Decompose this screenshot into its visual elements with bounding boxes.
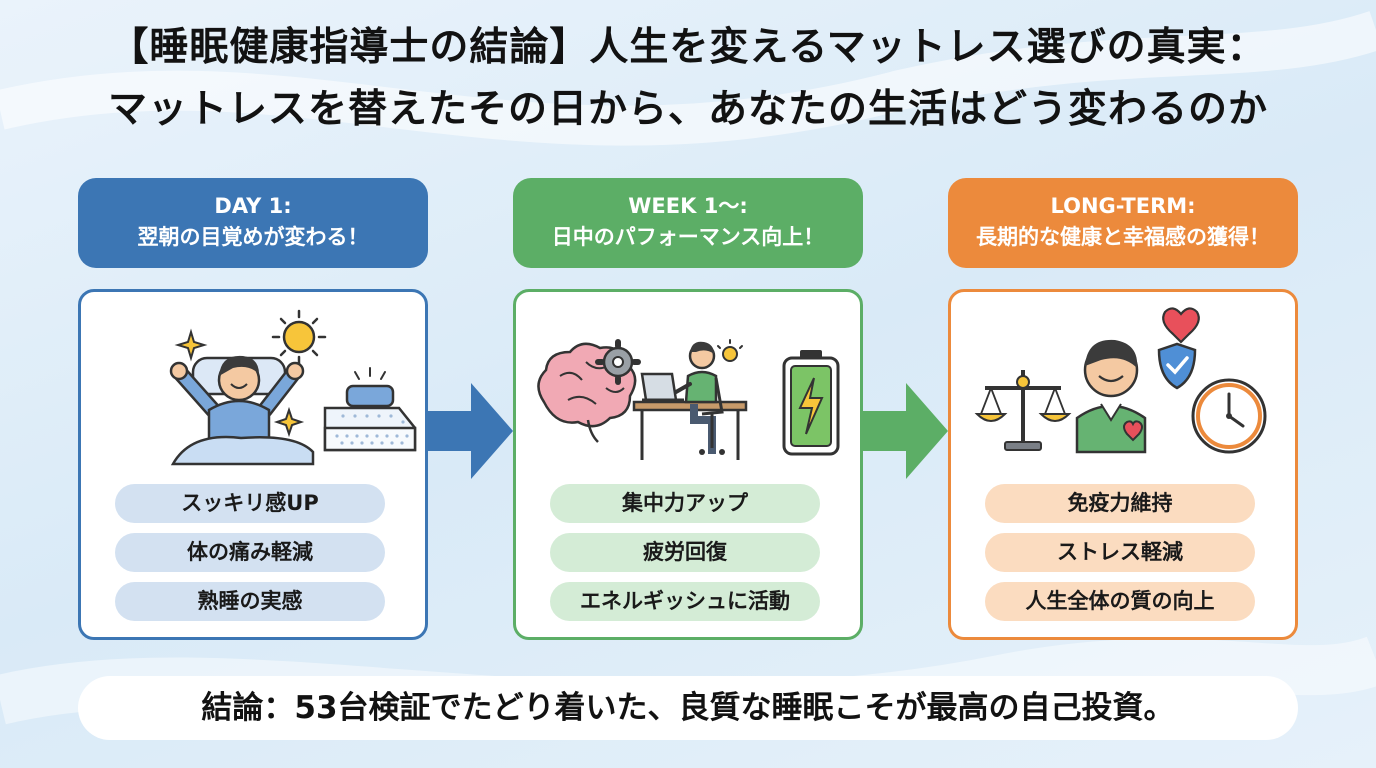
benefit-pill: エネルギッシュに活動: [550, 582, 820, 621]
benefit-pill: 体の痛み軽減: [115, 533, 385, 572]
heart-icon: [1162, 307, 1200, 344]
arrow-right-icon: [427, 383, 513, 479]
arrow-right-icon: [862, 383, 948, 479]
mattress-icon: [323, 367, 417, 452]
benefit-pill: 熟睡の実感: [115, 582, 385, 621]
stage-long-term: LONG-TERM: 長期的な健康と幸福感の獲得！: [948, 178, 1298, 640]
sparkle-icon: [174, 328, 208, 362]
page-title-line-1: 【睡眠健康指導士の結論】人生を変えるマットレス選びの真実：: [109, 25, 1267, 70]
page-title-line-2: マットレスを替えたその日から、あなたの生活はどう変わるのか: [107, 87, 1268, 132]
stage-subheading: 長期的な健康と幸福感の獲得！: [976, 225, 1270, 249]
stage-header: LONG-TERM: 長期的な健康と幸福感の獲得！: [948, 178, 1298, 268]
stage-week-1: WEEK 1〜: 日中のパフォーマンス向上！: [513, 178, 863, 640]
stage-card: 免疫力維持 ストレス軽減 人生全体の質の向上: [948, 289, 1298, 640]
shield-icon: [1157, 342, 1197, 390]
battery-icon: [782, 350, 840, 456]
benefit-pill: 人生全体の質の向上: [985, 582, 1255, 621]
gear-icon: [595, 339, 641, 385]
benefit-pill: 集中力アップ: [550, 484, 820, 523]
balance-scale-icon: [974, 370, 1072, 451]
focused-worker-illustration: [537, 339, 840, 460]
benefit-pill: 免疫力維持: [985, 484, 1255, 523]
sun-icon: [271, 309, 327, 365]
stage-card: スッキリ感UP 体の痛み軽減 熟睡の実感: [78, 289, 428, 640]
clock-icon: [1191, 378, 1267, 454]
stage-heading: WEEK 1〜:: [628, 194, 748, 218]
stage-card: 集中力アップ 疲労回復 エネルギッシュに活動: [513, 289, 863, 640]
conclusion-banner: 結論：53台検証でたどり着いた、良質な睡眠こそが最高の自己投資。: [78, 676, 1298, 740]
sparkle-icon: [273, 406, 305, 438]
waking-person-illustration: [169, 309, 417, 466]
stage-day-1: DAY 1: 翌朝の目覚めが変わる！: [78, 178, 428, 640]
stage-header: DAY 1: 翌朝の目覚めが変わる！: [78, 178, 428, 268]
benefit-pill: スッキリ感UP: [115, 484, 385, 523]
benefit-pill: 疲労回復: [550, 533, 820, 572]
stage-subheading: 翌朝の目覚めが変わる！: [137, 225, 369, 249]
stage-subheading: 日中のパフォーマンス向上！: [551, 225, 825, 249]
healthy-person-illustration: [974, 307, 1267, 454]
lightbulb-icon: [717, 339, 743, 362]
stage-heading: DAY 1:: [214, 194, 292, 218]
stage-header: WEEK 1〜: 日中のパフォーマンス向上！: [513, 178, 863, 268]
benefit-pill: ストレス軽減: [985, 533, 1255, 572]
stage-heading: LONG-TERM:: [1050, 194, 1196, 218]
